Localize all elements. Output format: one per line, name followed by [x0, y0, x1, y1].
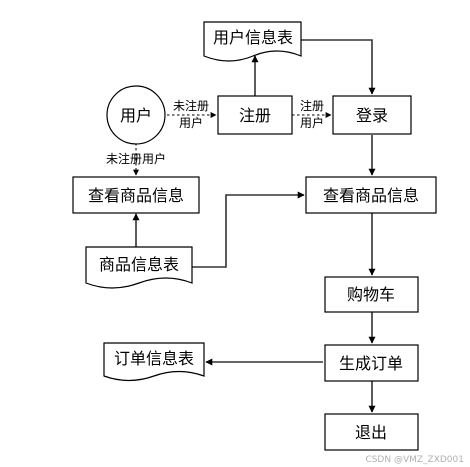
node-register-label: 注册	[239, 106, 271, 125]
label-registered-line2: 用户	[300, 115, 324, 130]
edge-goods-table-view-right	[192, 191, 305, 268]
node-user: 用户	[106, 85, 166, 145]
node-generate-order: 生成订单	[324, 344, 419, 382]
node-order-table: 订单信息表	[103, 342, 205, 382]
node-logout: 退出	[324, 413, 419, 451]
node-view-goods-right-label: 查看商品信息	[323, 186, 419, 205]
watermark: CSDN @VMZ_ZXD001	[365, 455, 464, 465]
node-view-goods-left: 查看商品信息	[72, 176, 200, 214]
node-login: 登录	[332, 95, 412, 135]
node-logout-label: 退出	[355, 423, 387, 442]
node-view-goods-left-label: 查看商品信息	[88, 186, 184, 205]
node-cart-label: 购物车	[347, 285, 395, 304]
node-view-goods-right: 查看商品信息	[305, 176, 437, 214]
node-user-table: 用户信息表	[203, 21, 302, 62]
node-goods-table-label: 商品信息表	[99, 255, 179, 274]
node-cart: 购物车	[324, 276, 419, 313]
node-goods-table: 商品信息表	[85, 246, 193, 289]
label-unregistered-user: 未注册用户	[106, 151, 166, 166]
label-unregistered-line1: 未注册	[173, 98, 209, 113]
node-order-table-label: 订单信息表	[114, 349, 194, 368]
node-user-label: 用户	[120, 106, 152, 125]
label-registered-line1: 注册	[300, 98, 324, 113]
edge-user-table-login	[301, 39, 376, 95]
label-unregistered-line2: 用户	[179, 115, 203, 130]
node-generate-order-label: 生成订单	[339, 354, 403, 373]
node-user-table-label: 用户信息表	[213, 28, 293, 47]
node-login-label: 登录	[356, 106, 388, 125]
node-register: 注册	[217, 95, 293, 135]
